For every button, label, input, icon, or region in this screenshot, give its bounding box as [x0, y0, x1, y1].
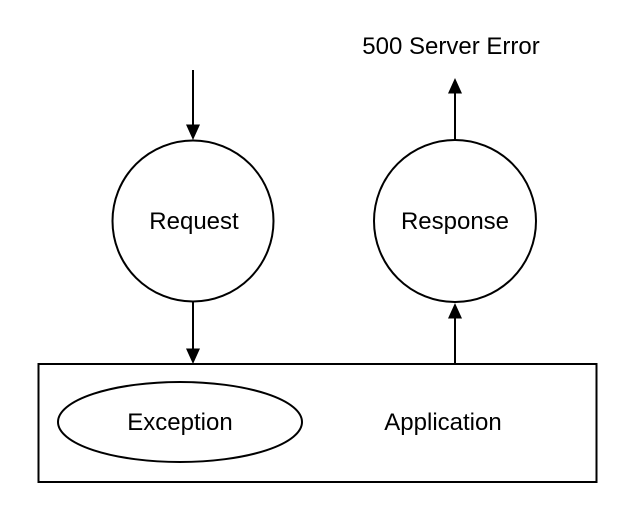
- application-node: Application: [37, 363, 598, 483]
- request-label: Request: [149, 208, 239, 235]
- exception-node: Exception: [57, 381, 303, 463]
- exception-ellipse: [57, 381, 303, 463]
- application-box: [37, 363, 598, 483]
- exception-label: Exception: [127, 409, 232, 436]
- response-to-error-arrow: [448, 78, 462, 140]
- up-arrowhead-icon: [448, 78, 462, 94]
- response-node: Response: [373, 139, 537, 303]
- down-arrowhead-icon: [186, 348, 200, 364]
- incoming-request-arrow: [186, 70, 200, 140]
- response-label: Response: [401, 208, 509, 235]
- request-circle: [111, 139, 275, 303]
- server-error-label: 500 Server Error: [362, 33, 539, 60]
- up-arrowhead-icon: [448, 303, 462, 319]
- down-arrowhead-icon: [186, 124, 200, 140]
- application-label: Application: [384, 409, 501, 436]
- application-to-response-arrow: [448, 303, 462, 364]
- request-to-application-arrow: [186, 302, 200, 364]
- request-node: Request: [111, 139, 275, 303]
